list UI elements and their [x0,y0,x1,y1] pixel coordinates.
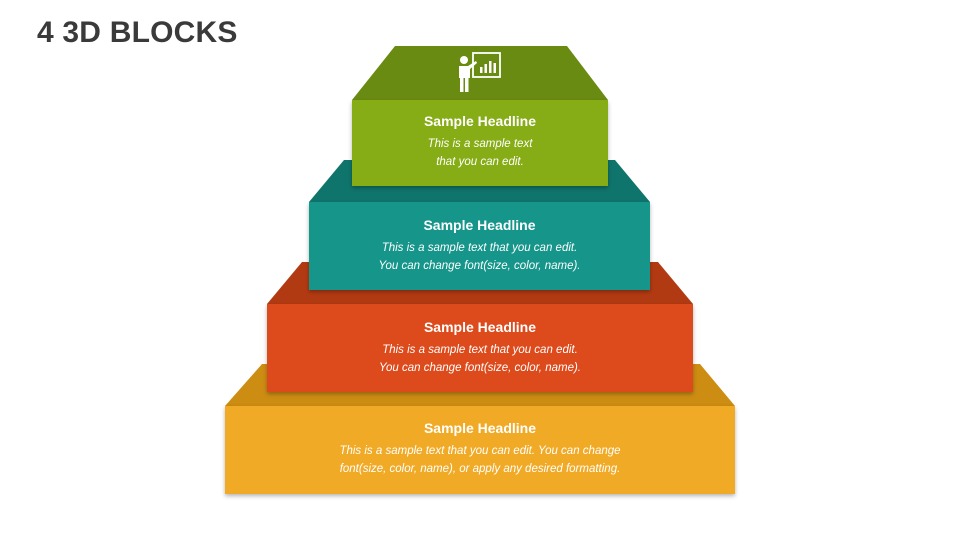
block-2-text: Sample Headline This is a sample text th… [309,217,650,275]
block-3-headline: Sample Headline [423,319,537,335]
block-1-body-line2: that you can edit. [436,156,524,168]
block-1-body: This is a sample text that you can edit. [352,135,608,171]
block-4-headline: Sample Headline [423,420,537,436]
block-2-headline: Sample Headline [423,217,536,233]
block-2-body: This is a sample text that you can edit.… [309,239,650,275]
block-4-text: Sample Headline This is a sample text th… [225,420,735,478]
block-1-front [352,100,608,186]
block-1-text: Sample Headline This is a sample text th… [352,113,608,171]
block-1-headline: Sample Headline [423,113,537,129]
block-4-front [225,406,735,494]
block-3-front [267,304,693,392]
block-2-body-line2: You can change font(size, color, name). [378,260,581,272]
block-3-text: Sample Headline This is a sample text th… [267,319,693,377]
block-1 [352,46,608,186]
block-3-body: This is a sample text that you can edit.… [267,341,693,377]
block-4-body: This is a sample text that you can edit.… [225,442,735,478]
block-3-body-line2: You can change font(size, color, name). [378,362,581,374]
block-2-body-line1: This is a sample text that you can edit. [381,242,578,254]
block-3-body-line1: This is a sample text that you can edit. [382,344,578,356]
presenter-chart-icon [459,52,501,92]
block-1-body-line1: This is a sample text [427,138,533,150]
page-title: 4 3D BLOCKS [37,16,238,49]
block-4-body-line1: This is a sample text that you can edit.… [339,445,621,457]
block-4-body-line2: font(size, color, name), or apply any de… [339,463,621,475]
block-2-front [309,202,650,290]
